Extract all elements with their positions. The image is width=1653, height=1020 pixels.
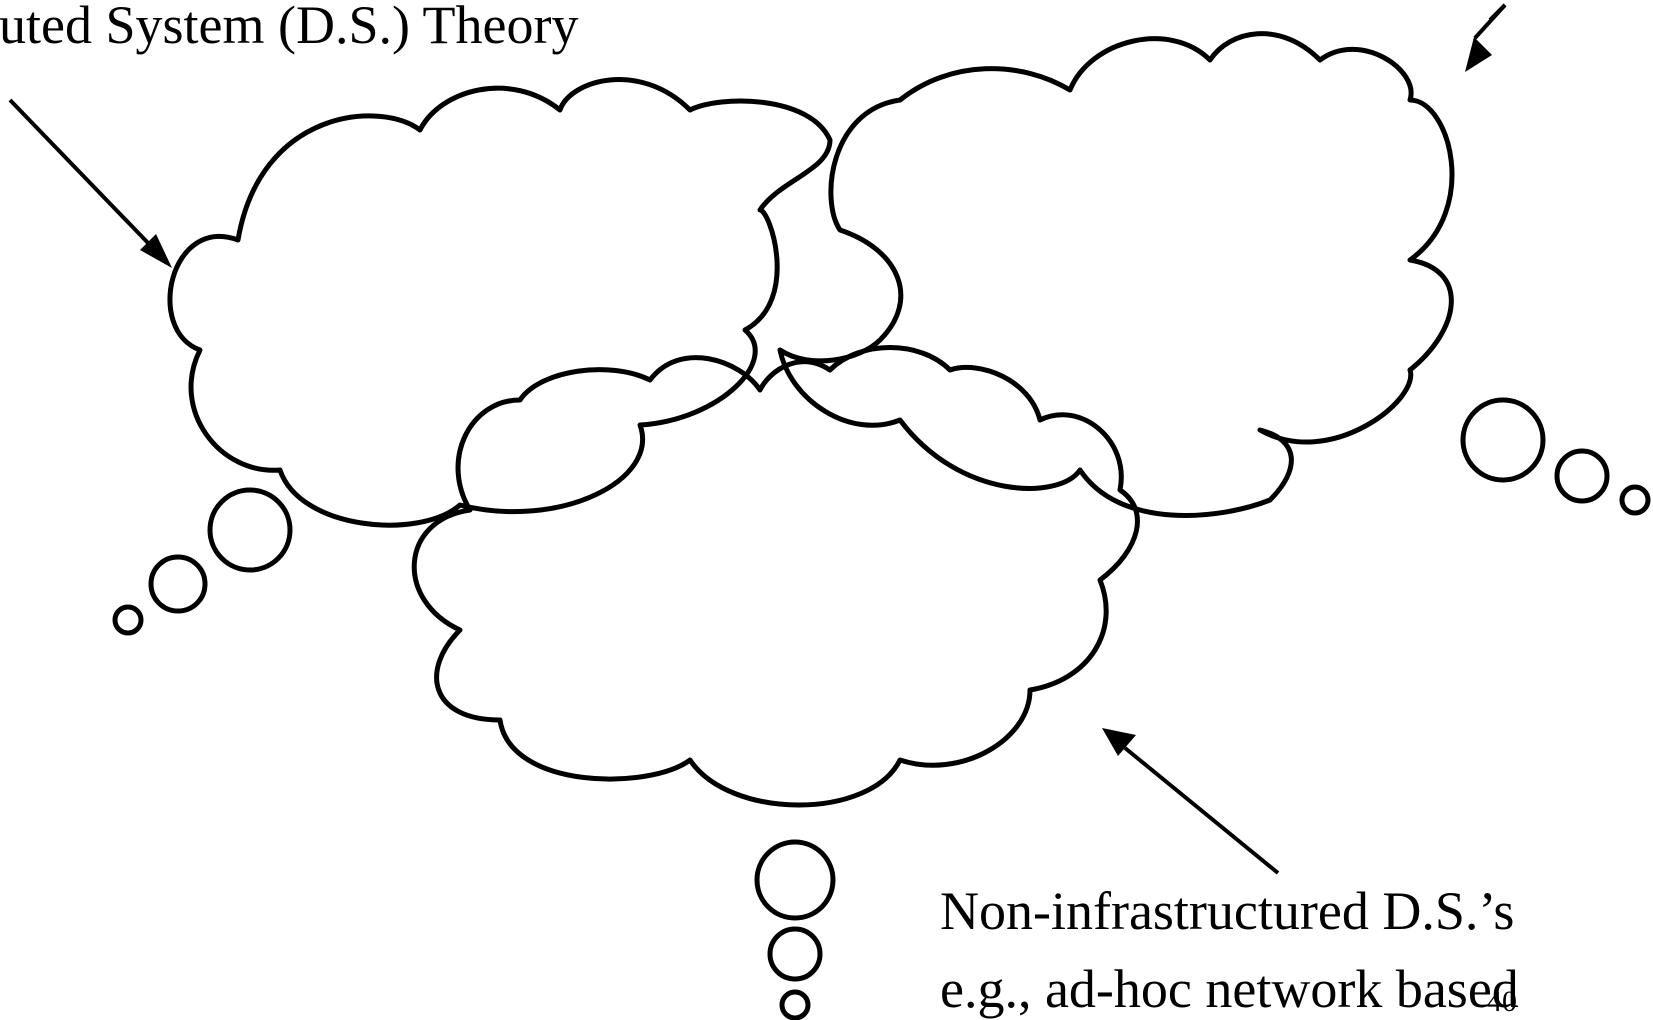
thought-bubbles-right bbox=[1460, 397, 1651, 516]
bubble-medium bbox=[1554, 448, 1610, 504]
page-number: 40 bbox=[1487, 985, 1517, 1018]
label-non-infrastructured: Non-infrastructured D.S.’s bbox=[940, 881, 1515, 941]
cloud-right bbox=[777, 31, 1455, 518]
label-ad-hoc-example: e.g., ad-hoc network based bbox=[940, 959, 1519, 1019]
thought-bubbles-bottom bbox=[754, 839, 836, 1020]
bubble-small bbox=[1619, 484, 1651, 516]
cloud-bottom bbox=[411, 345, 1140, 808]
cloud-left bbox=[167, 77, 833, 528]
bubble-medium bbox=[148, 554, 208, 614]
label-ds-theory: outed System (D.S.) Theory bbox=[0, 0, 579, 55]
bubble-large bbox=[1460, 397, 1546, 483]
arrow-top-left bbox=[8, 98, 172, 268]
bubble-small bbox=[779, 989, 811, 1020]
bubble-large bbox=[207, 487, 293, 573]
thought-bubbles-left bbox=[112, 487, 293, 636]
bubble-small bbox=[112, 604, 144, 636]
bubble-medium bbox=[767, 926, 823, 982]
arrow-bottom bbox=[1102, 728, 1280, 875]
bubble-large bbox=[754, 839, 836, 921]
arrow-top-right bbox=[1465, 3, 1507, 72]
